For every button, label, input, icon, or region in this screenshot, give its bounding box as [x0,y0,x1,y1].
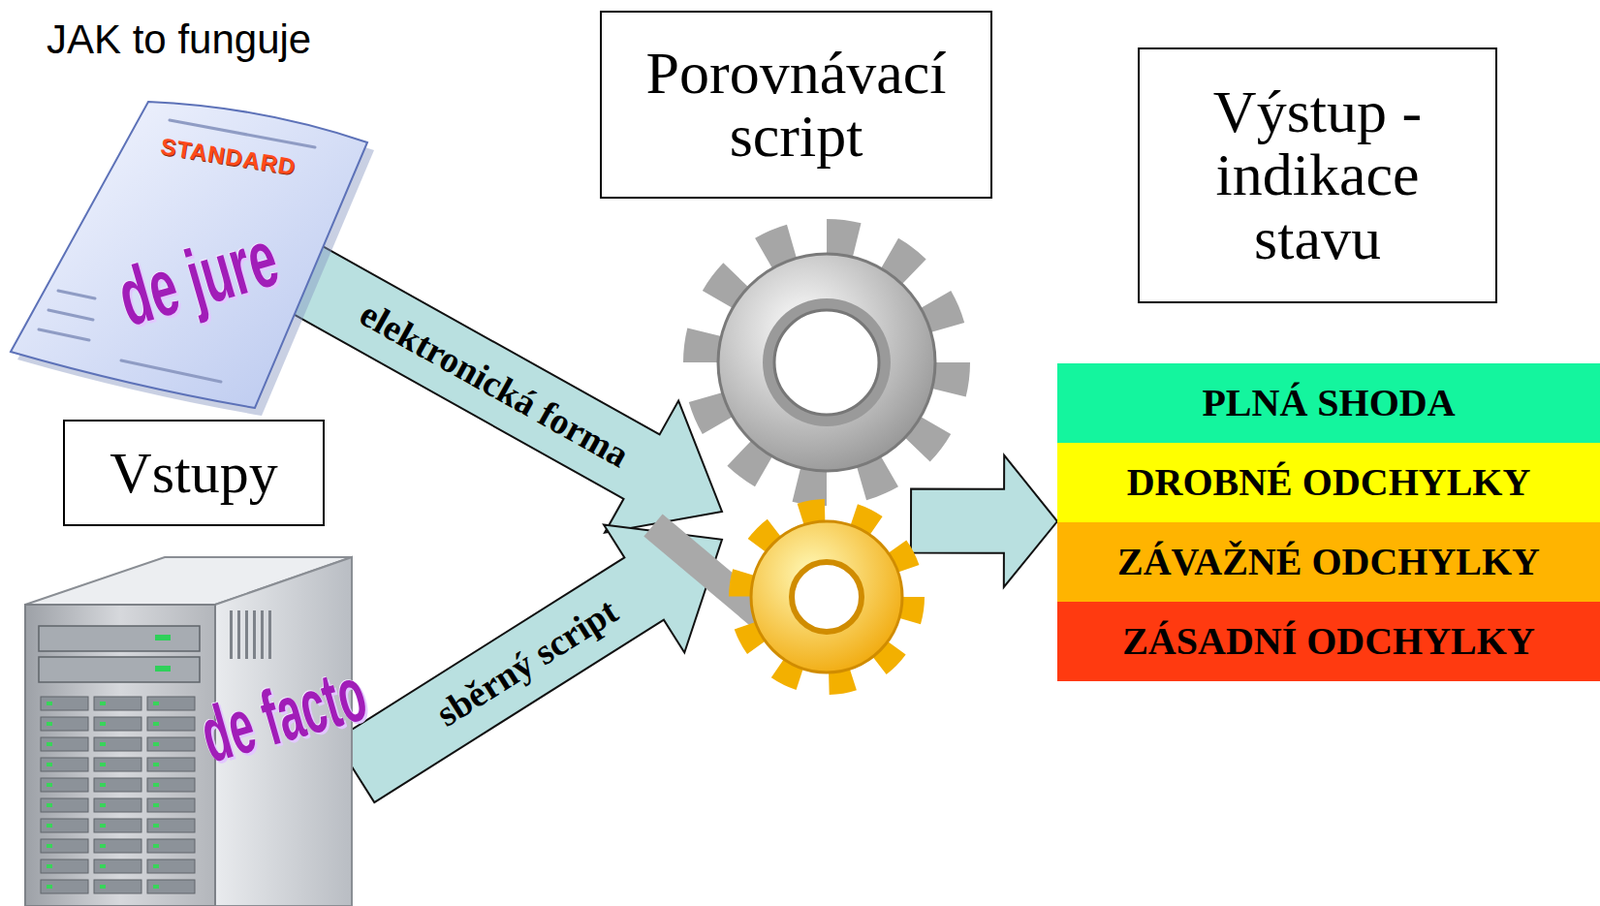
status-led [155,634,171,641]
text-line [48,310,94,320]
grey-gear-teeth [702,238,951,487]
diagram-title: JAK to funguje [46,17,312,63]
server: de facto [25,551,355,906]
document-text-lines [38,120,315,382]
de-jure-label: de jure [108,212,287,343]
inputs-label: Vstupy [109,442,278,504]
status-label: ZÁSADNÍ ODCHYLKY [1122,620,1536,663]
yellow-gear-hole [791,562,862,632]
grey-gear-hole [774,310,879,415]
grey-gear [718,253,936,471]
comparison-script-box: Porovnávací script [599,10,993,199]
text-line [121,360,221,382]
drive-array [38,693,200,898]
standard-document [10,101,368,408]
block-arrow [910,455,1058,588]
status-band: PLNÁ SHODA [1057,363,1600,443]
standard-stamp: STANDARD [158,133,298,181]
yellow-gear-teeth [741,511,912,683]
status-led [155,665,171,672]
yellow-gear [751,521,903,673]
status-label: ZÁVAŽNÉ ODCHYLKY [1117,540,1540,584]
server-vents [228,610,276,659]
status-band: ZÁVAŽNÉ ODCHYLKY [1057,522,1600,602]
status-band: DROBNÉ ODCHYLKY [1057,442,1600,523]
output-box: Výstup - indikace stavu [1137,47,1498,304]
status-output: Výstup - indikace stavuPLNÁ SHODADROBNÉ … [1057,363,1600,682]
arrow-label: sběrný script [429,590,626,735]
drive-bay [38,626,200,652]
server-front [25,604,216,906]
block-arrow [335,525,722,804]
grey-gear-ring [762,298,891,427]
text-line [38,329,90,341]
drive-bay [38,657,200,683]
status-label: PLNÁ SHODA [1201,381,1455,425]
status-label: DROBNÉ ODCHYLKY [1127,461,1532,504]
standard-document: STANDARD de jure [19,96,301,417]
comparison-gears: Porovnávací script [721,232,911,698]
text-line [58,290,95,299]
arrow-label: elektronická forma [352,293,636,476]
de-facto-label: de facto [191,651,376,780]
block-arrow [282,244,722,534]
inputs-box: Vstupy [62,419,325,527]
status-band: ZÁSADNÍ ODCHYLKY [1057,601,1600,682]
